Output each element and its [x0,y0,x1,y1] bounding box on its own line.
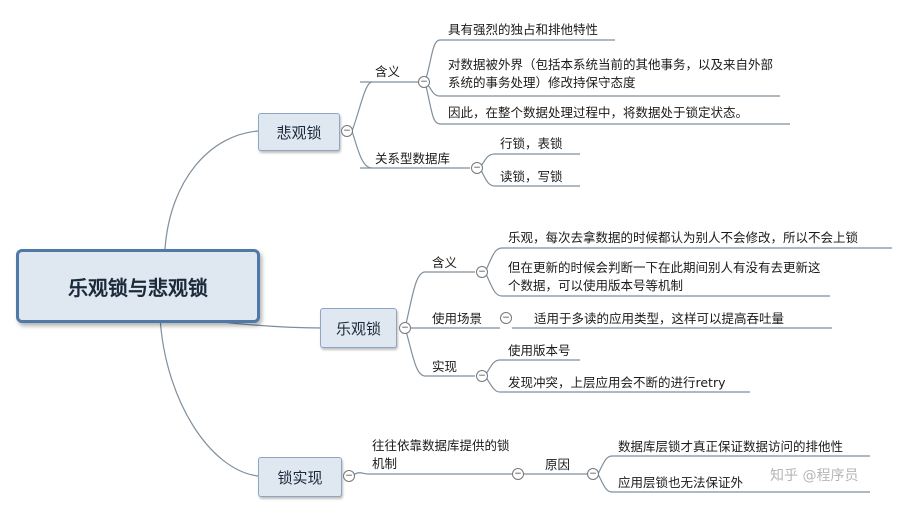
collapse-toggle-lock-impl-desc[interactable]: − [512,468,524,480]
root-node[interactable]: 乐观锁与悲观锁 [16,249,260,323]
pessimistic-meaning-item[interactable]: 对数据被外界（包括本系统当前的其他事务，以及来自外部系统的事务处理）修改持保守态… [448,57,774,90]
reason-item[interactable]: 数据库层锁才真正保证数据访问的排他性 [618,439,844,454]
pessimistic-meaning-label[interactable]: 含义 [375,64,401,79]
collapse-toggle-rdb[interactable]: − [471,162,483,174]
pessimistic-meaning-item[interactable]: 因此，在整个数据处理过程中，将数据处于锁定状态。 [448,105,749,120]
optimistic-meaning-label[interactable]: 含义 [432,255,458,270]
pessimistic-lock-label: 悲观锁 [276,123,322,142]
collapse-toggle-optimistic[interactable]: − [399,322,411,334]
lock-impl-label: 锁实现 [277,468,323,487]
optimistic-scenario-value[interactable]: 适用于多读的应用类型，这样可以提高吞吐量 [534,311,785,326]
collapse-toggle-reason[interactable]: − [587,468,599,480]
optimistic-meaning-item[interactable]: 乐观，每次去拿数据的时候都认为别人不会修改，所以不会上锁 [508,230,859,245]
watermark-text: 知乎 @程序员 [770,468,859,484]
rdb-item[interactable]: 行锁，表锁 [500,136,563,151]
collapse-toggle-lock-impl[interactable]: − [343,470,355,482]
optimistic-impl-label[interactable]: 实现 [432,359,458,374]
lock-impl-node[interactable]: 锁实现 [258,457,342,497]
root-label: 乐观锁与悲观锁 [68,275,208,300]
pessimistic-meaning-item[interactable]: 具有强烈的独占和排他特性 [448,22,599,37]
reason-item[interactable]: 应用层锁也无法保证外 [618,475,744,490]
collapse-toggle-optimistic-meaning[interactable]: − [476,266,488,278]
collapse-toggle-pessimistic-meaning[interactable]: − [418,76,430,88]
optimistic-lock-node[interactable]: 乐观锁 [320,308,397,348]
lock-impl-description[interactable]: 往往依靠数据库提供的锁机制 [372,438,510,471]
impl-item[interactable]: 使用版本号 [508,343,571,358]
optimistic-lock-label: 乐观锁 [335,319,381,338]
impl-item[interactable]: 发现冲突，上层应用会不断的进行retry [508,375,726,390]
pessimistic-rdb-label[interactable]: 关系型数据库 [375,151,451,166]
optimistic-meaning-item[interactable]: 但在更新的时候会判断一下在此期间别人有没有去更新这个数据，可以使用版本号等机制 [508,260,821,293]
collapse-toggle-pessimistic[interactable]: − [341,125,353,137]
collapse-toggle-impl[interactable]: − [476,370,488,382]
collapse-toggle-scenario[interactable]: − [500,312,512,324]
rdb-item[interactable]: 读锁，写锁 [500,169,563,184]
pessimistic-lock-node[interactable]: 悲观锁 [258,113,340,151]
lock-impl-reason-label[interactable]: 原因 [545,457,571,472]
optimistic-scenario-label[interactable]: 使用场景 [432,311,483,326]
